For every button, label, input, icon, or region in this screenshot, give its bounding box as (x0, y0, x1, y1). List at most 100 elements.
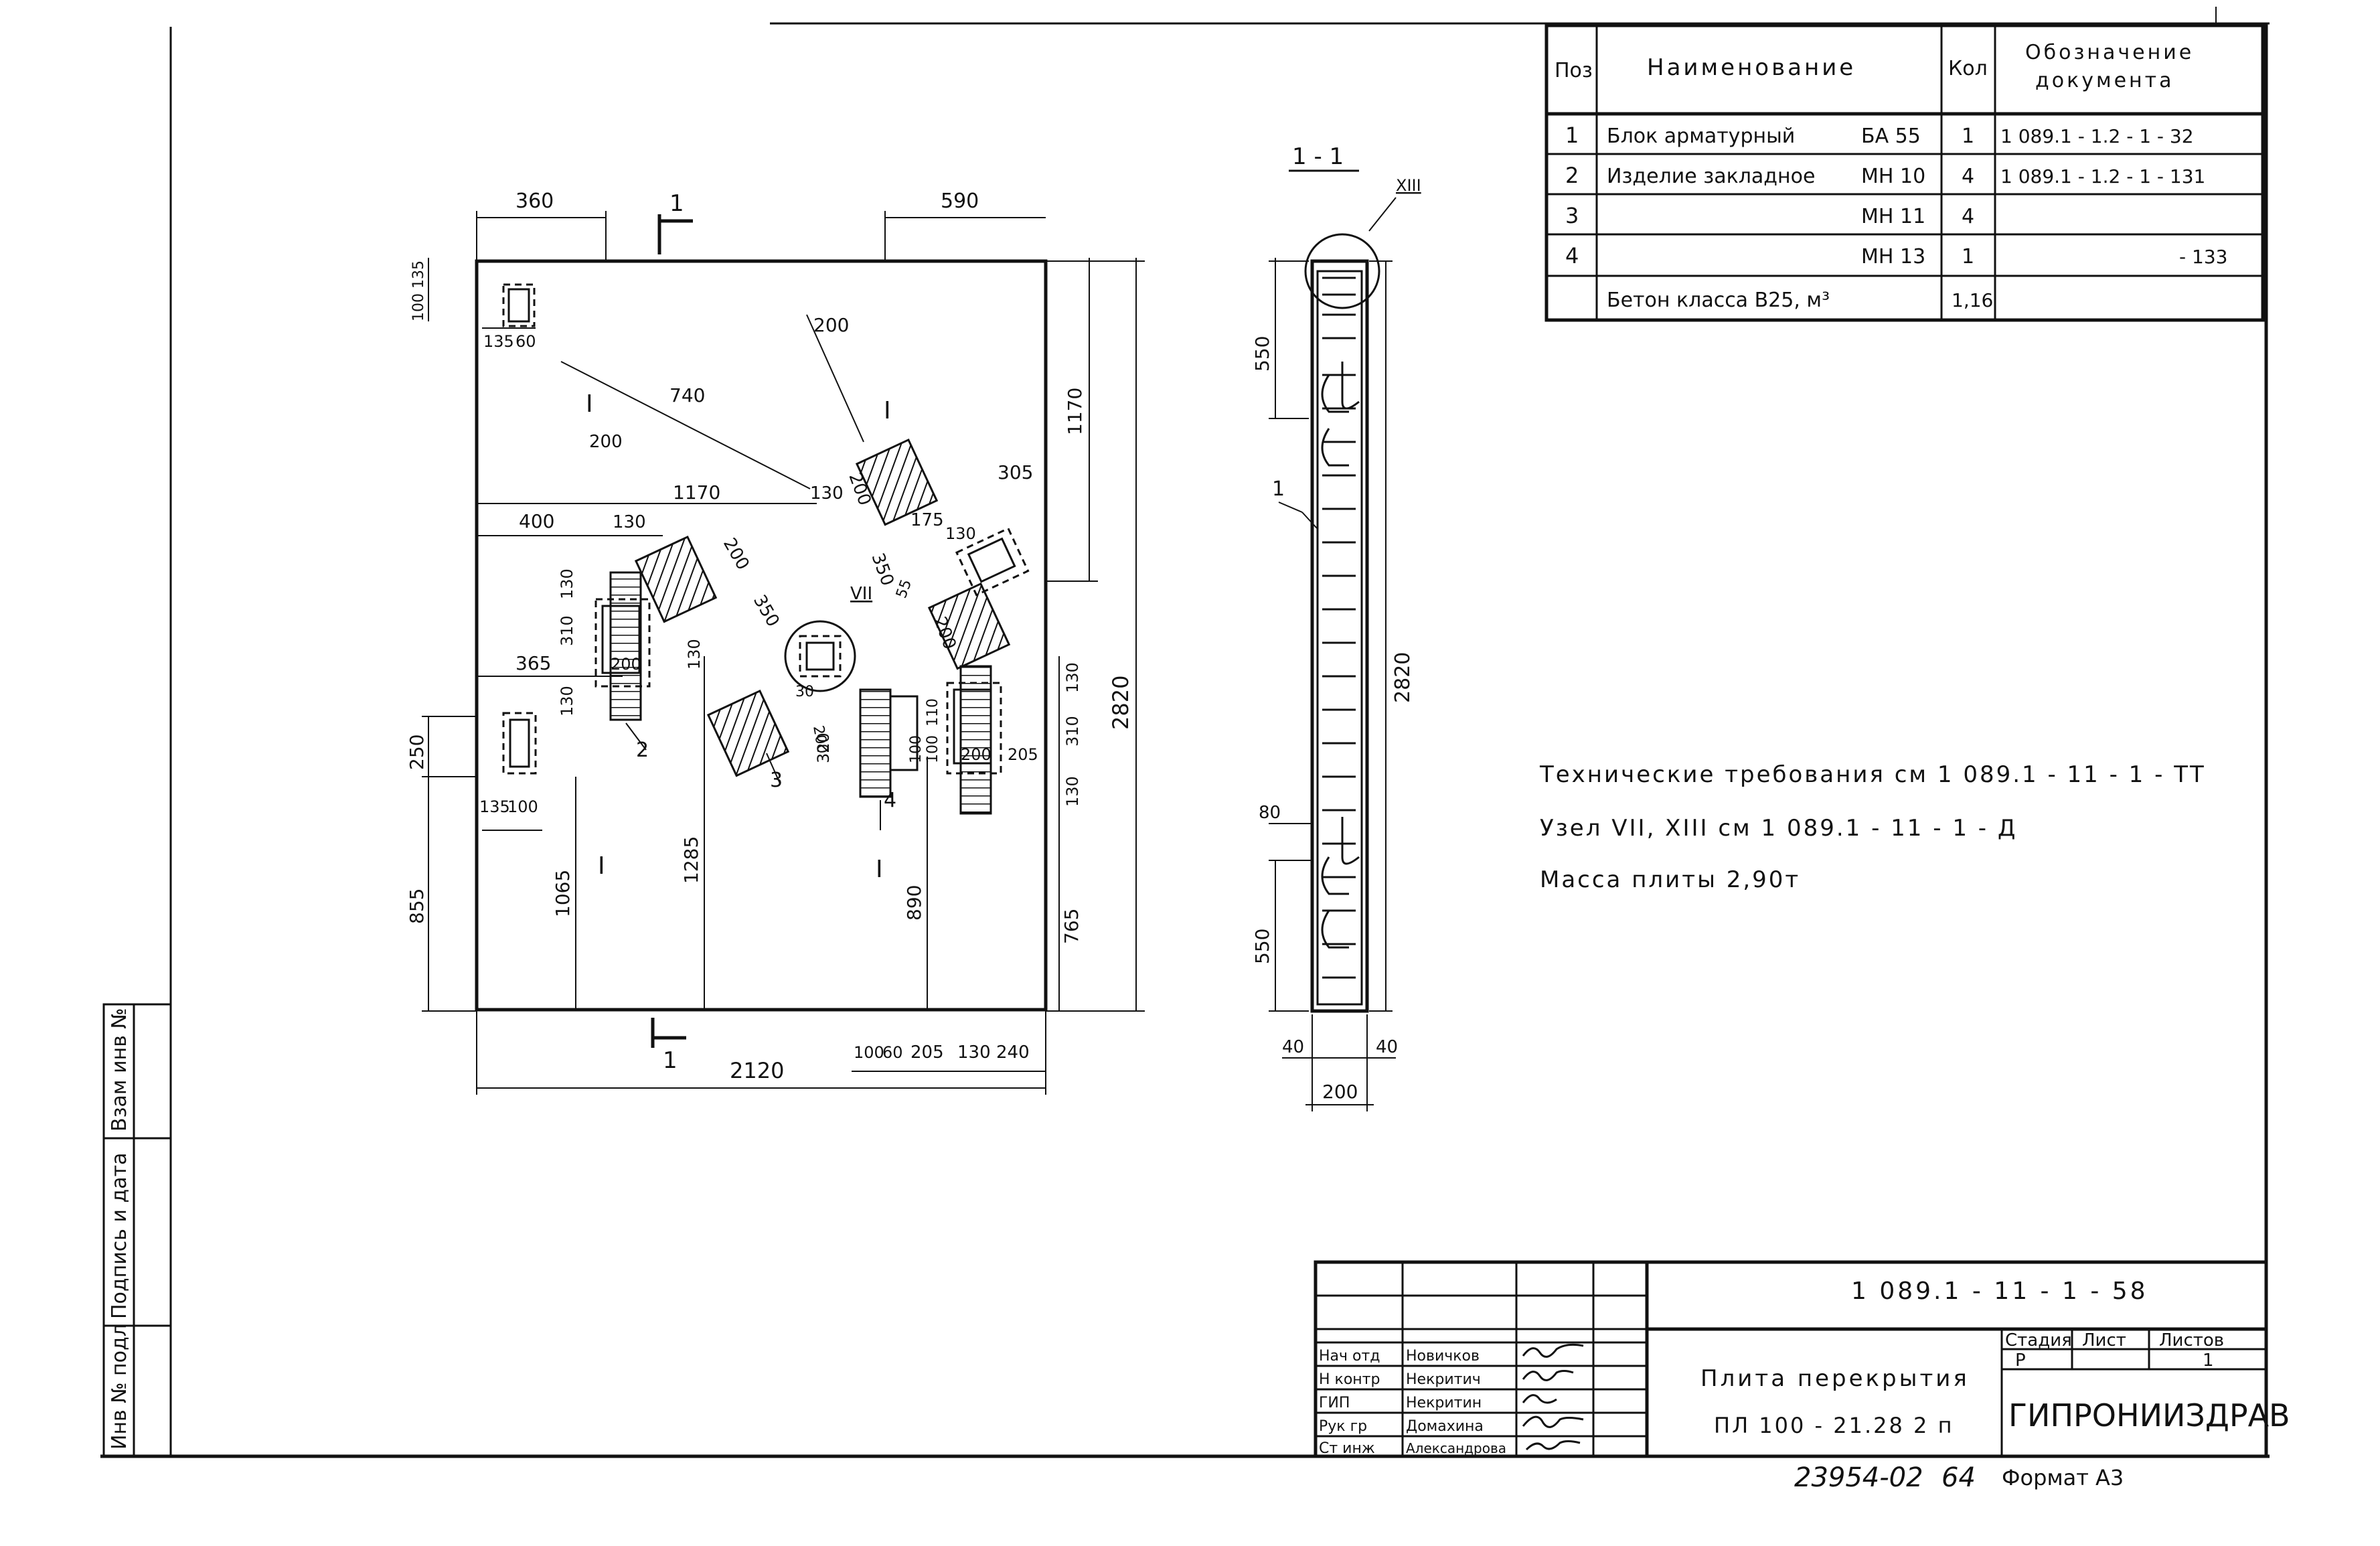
role-3: ГИП (1319, 1395, 1350, 1411)
note-mass: Масса плиты 2,90т (1540, 866, 1800, 893)
title-stage-value: Р (2015, 1350, 2026, 1371)
dim-130-r1: 130 (1063, 662, 1082, 693)
dim-60-a: 60 (515, 332, 536, 351)
dim-1065: 1065 (552, 870, 574, 917)
dim-bottom-130: 130 (957, 1042, 991, 1063)
section-dim-550-bot: 550 (1251, 929, 1273, 964)
spec-table: Поз Наименование Кол Обозначение докумен… (1544, 23, 2265, 322)
dim-590: 590 (941, 189, 979, 213)
spec-header-doc-1: Обозначение (2025, 41, 2194, 64)
dim-130-c: 130 (945, 524, 976, 543)
spec-row-3-mark: МН 11 (1861, 205, 1925, 228)
spec-row-2-name: Изделие закладное (1607, 165, 1815, 188)
section-view: 1 - 1 XIII 1 550 2820 80 550 40 40 200 (1251, 143, 1421, 1111)
section-dim-80: 80 (1259, 803, 1281, 823)
dim-250: 250 (406, 735, 428, 770)
section-dim-2820: 2820 (1391, 652, 1415, 703)
dim-135-a: 135 (483, 332, 514, 351)
footer-format: Формат А3 (2002, 1465, 2124, 1490)
footer-page: 64 (1941, 1462, 1976, 1493)
signatures (1522, 1343, 1584, 1451)
dim-200-r: 200 (961, 745, 991, 764)
dim-200-f: 200 (809, 724, 831, 755)
dim-200-a: 200 (589, 432, 623, 452)
side-stamp-inv: Инв № подл (108, 1324, 131, 1450)
dim-bottom-60: 60 (882, 1043, 903, 1062)
dim-740: 740 (669, 384, 705, 406)
dim-205-r: 205 (1008, 745, 1038, 764)
dim-365: 365 (515, 652, 551, 674)
dim-130-m: 130 (685, 639, 704, 670)
side-stamp-replace: Взам инв № (108, 1008, 131, 1132)
plan-labels: 360 590 2820 2120 1170 1170 740 200 200 … (406, 189, 1133, 1083)
title-block: 1 089.1 - 11 - 1 - 58 Плита перекрытия П… (1314, 1260, 2290, 1458)
dim-30: 30 (795, 684, 814, 700)
dim-2820: 2820 (1108, 676, 1133, 730)
title-code: 1 089.1 - 11 - 1 - 58 (1851, 1278, 2148, 1305)
spec-row-4-doc: - 133 (2179, 246, 2227, 268)
spec-row-1-doc: 1 089.1 - 1.2 - 1 - 32 (2000, 125, 2194, 147)
section-dim-200: 200 (1322, 1081, 1358, 1103)
name-3: Некритин (1406, 1395, 1482, 1411)
dim-310-l: 310 (558, 615, 576, 646)
spec-header-name: Наименование (1647, 54, 1856, 81)
dim-130-b: 130 (810, 483, 844, 504)
dim-200-c: 200 (719, 535, 753, 574)
dim-765: 765 (1060, 909, 1083, 944)
dim-890: 890 (903, 885, 925, 921)
side-stamp-sign: Подпись и дата (108, 1153, 131, 1320)
role-5: Ст инж (1319, 1440, 1375, 1457)
spec-row-2-pos: 2 (1565, 163, 1579, 188)
name-1: Новичков (1406, 1348, 1480, 1365)
note-nodes: Узел VII, XIII см 1 089.1 - 11 - 1 - Д (1540, 815, 2017, 842)
section-dim-40-l: 40 (1282, 1037, 1304, 1057)
dim-305: 305 (998, 461, 1033, 483)
zone-marker-1c: I (598, 852, 605, 880)
dim-1170-mid: 1170 (673, 481, 720, 504)
footer-archive: 23954-02 (1794, 1462, 1923, 1493)
dim-100-x2: 100 (925, 735, 941, 763)
zone-marker-1b: I (884, 397, 891, 424)
note-tech-requirements: Технические требования см 1 089.1 - 11 -… (1539, 761, 2206, 788)
dim-350-a: 350 (867, 550, 897, 589)
spec-row-2-qty: 4 (1962, 165, 1974, 188)
zone-marker-1d: I (876, 856, 883, 883)
title-sheets-value: 1 (2203, 1350, 2214, 1371)
spec-row-4-pos: 4 (1565, 243, 1579, 268)
spec-header-qty: Кол (1948, 57, 1988, 80)
dim-310-r: 310 (1063, 716, 1082, 747)
name-4: Домахина (1406, 1418, 1484, 1435)
dim-855: 855 (406, 888, 428, 924)
dim-200-b: 200 (813, 314, 849, 336)
dim-130-l2: 130 (558, 686, 576, 716)
dim-bottom-205: 205 (910, 1042, 944, 1063)
dim-100-x1: 100 (908, 735, 925, 763)
spec-header-pos: Поз (1555, 59, 1593, 82)
dim-200-l: 200 (611, 655, 641, 674)
dim-1285: 1285 (680, 836, 702, 884)
zone-marker-1a: I (586, 390, 593, 418)
section-mark-bottom: 1 (663, 1047, 678, 1074)
section-node-xiii: XIII (1396, 176, 1421, 195)
dim-175: 175 (910, 510, 944, 530)
spec-row-4-mark: МН 13 (1861, 245, 1925, 268)
spec-row-5-qty: 1,16 (1952, 289, 1993, 311)
spec-row-1-pos: 1 (1565, 123, 1579, 148)
dim-2120: 2120 (730, 1058, 784, 1083)
dim-110: 110 (925, 698, 941, 726)
pos-label-2: 2 (636, 739, 649, 762)
section-title: 1 - 1 (1292, 143, 1344, 170)
title-org: ГИПРОНИИЗДРАВ (2008, 1397, 2290, 1434)
notes: Технические требования см 1 089.1 - 11 -… (1539, 761, 2206, 893)
spec-header-doc-2: документа (2035, 69, 2174, 92)
dim-130-r2: 130 (1063, 776, 1082, 807)
title-sheet-label: Лист (2082, 1330, 2126, 1350)
node-vii-label: VII (850, 584, 872, 604)
name-2: Некритич (1406, 1371, 1481, 1388)
dim-bottom-100: 100 (854, 1043, 884, 1062)
dim-135-b: 135 (479, 797, 510, 816)
title-stage-label: Стадия (2005, 1330, 2072, 1350)
dim-400: 400 (519, 510, 554, 532)
section-pos-1: 1 (1272, 477, 1285, 501)
